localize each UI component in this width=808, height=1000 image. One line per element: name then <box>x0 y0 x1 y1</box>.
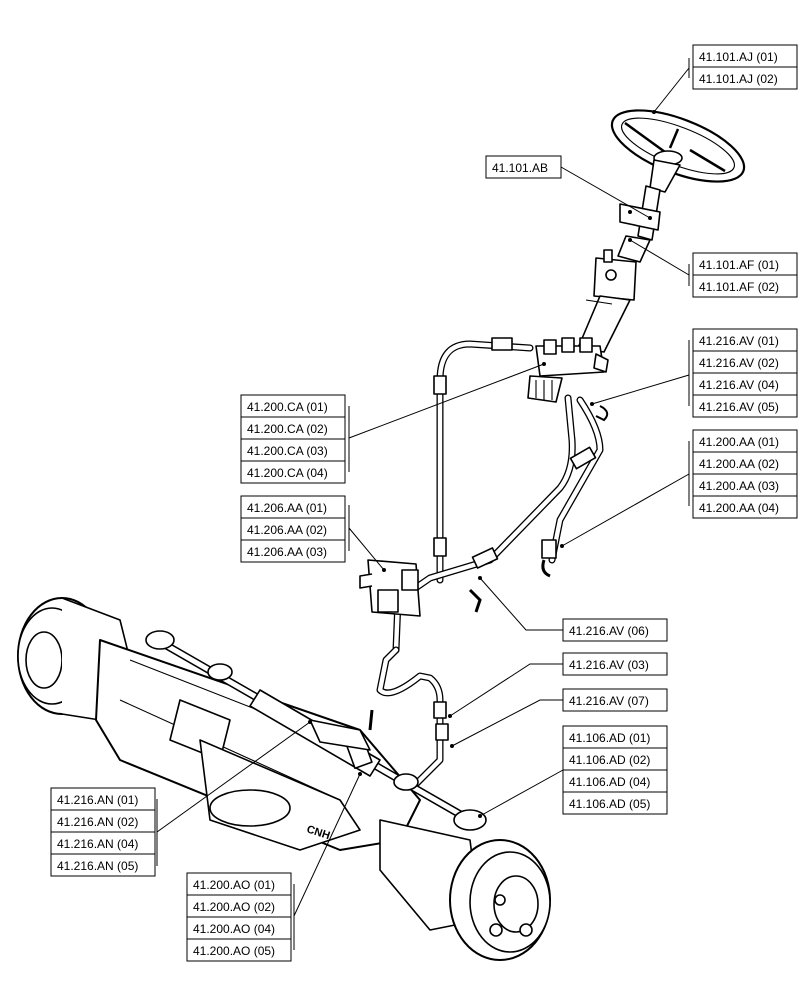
callout-41-216-av-group: 41.216.AV (01) 41.216.AV (02) 41.216.AV … <box>692 328 798 418</box>
callout-41-216-av-07: 41.216.AV (07) <box>562 688 668 712</box>
callout-label: 41.106.AD (01) <box>569 731 650 745</box>
priority-valve <box>359 559 482 617</box>
callout-41-101-ab: 41.101.AB <box>485 155 562 179</box>
callout-label: 41.200.CA (04) <box>247 466 328 480</box>
callout-41-216-av-03: 41.216.AV (03) <box>562 652 668 676</box>
callout-label: 41.200.AO (05) <box>193 944 275 958</box>
callout-label: 41.200.AA (02) <box>699 457 779 471</box>
callout-41-200-ca: 41.200.CA (01) 41.200.CA (02) 41.200.CA … <box>240 394 346 484</box>
callout-label: 41.200.CA (03) <box>247 444 328 458</box>
callout-41-206-aa: 41.206.AA (01) 41.206.AA (02) 41.206.AA … <box>240 495 346 563</box>
steering-column <box>577 185 661 353</box>
callout-label: 41.216.AV (07) <box>569 694 649 708</box>
callout-label: 41.200.AA (04) <box>699 501 779 515</box>
callout-label: 41.200.AO (04) <box>193 922 275 936</box>
callout-label: 41.106.AD (05) <box>569 797 650 811</box>
callout-41-101-af: 41.101.AF (01) 41.101.AF (02) <box>692 252 798 298</box>
hydraulic-hoses <box>376 337 609 794</box>
callout-label: 41.216.AV (05) <box>699 400 779 414</box>
callout-label: 41.216.AV (04) <box>699 378 779 392</box>
leader-lines <box>156 58 690 950</box>
callout-label: 41.216.AV (02) <box>699 356 779 370</box>
callout-label: 41.216.AV (06) <box>569 624 649 638</box>
callout-41-216-av-06: 41.216.AV (06) <box>562 618 668 642</box>
callout-label: 41.101.AB <box>492 161 548 175</box>
callout-label: 41.200.AA (01) <box>699 435 779 449</box>
steering-unit <box>527 337 609 403</box>
callout-label: 41.216.AV (03) <box>569 658 649 672</box>
front-axle: CNH <box>17 597 551 961</box>
callout-label: 41.200.AO (02) <box>193 900 275 914</box>
callout-label: 41.216.AN (02) <box>57 815 138 829</box>
callout-41-200-aa: 41.200.AA (01) 41.200.AA (02) 41.200.AA … <box>692 429 798 519</box>
callout-label: 41.216.AV (01) <box>699 334 779 348</box>
steering-wheel <box>610 109 746 193</box>
callout-41-216-an: 41.216.AN (01) 41.216.AN (02) 41.216.AN … <box>50 787 156 877</box>
callout-label: 41.200.AO (01) <box>193 878 275 892</box>
callout-label: 41.206.AA (02) <box>247 523 327 537</box>
callout-41-200-ao: 41.200.AO (01) 41.200.AO (02) 41.200.AO … <box>186 872 292 962</box>
callout-label: 41.101.AJ (02) <box>699 72 778 86</box>
callout-label: 41.106.AD (04) <box>569 775 650 789</box>
callout-label: 41.200.AA (03) <box>699 479 779 493</box>
callout-label: 41.101.AF (02) <box>699 280 779 294</box>
callout-label: 41.206.AA (03) <box>247 545 327 559</box>
callout-41-106-ad: 41.106.AD (01) 41.106.AD (02) 41.106.AD … <box>562 725 668 815</box>
callout-label: 41.216.AN (05) <box>57 859 138 873</box>
callout-label: 41.106.AD (02) <box>569 753 650 767</box>
callout-label: 41.200.CA (02) <box>247 422 328 436</box>
callout-label: 41.216.AN (01) <box>57 793 138 807</box>
callout-label: 41.101.AF (01) <box>699 258 779 272</box>
callout-label: 41.216.AN (04) <box>57 837 138 851</box>
callout-label: 41.101.AJ (01) <box>699 50 778 64</box>
callout-label: 41.206.AA (01) <box>247 501 327 515</box>
callout-41-101-aj: 41.101.AJ (01) 41.101.AJ (02) <box>692 44 798 90</box>
callout-label: 41.200.CA (01) <box>247 400 328 414</box>
